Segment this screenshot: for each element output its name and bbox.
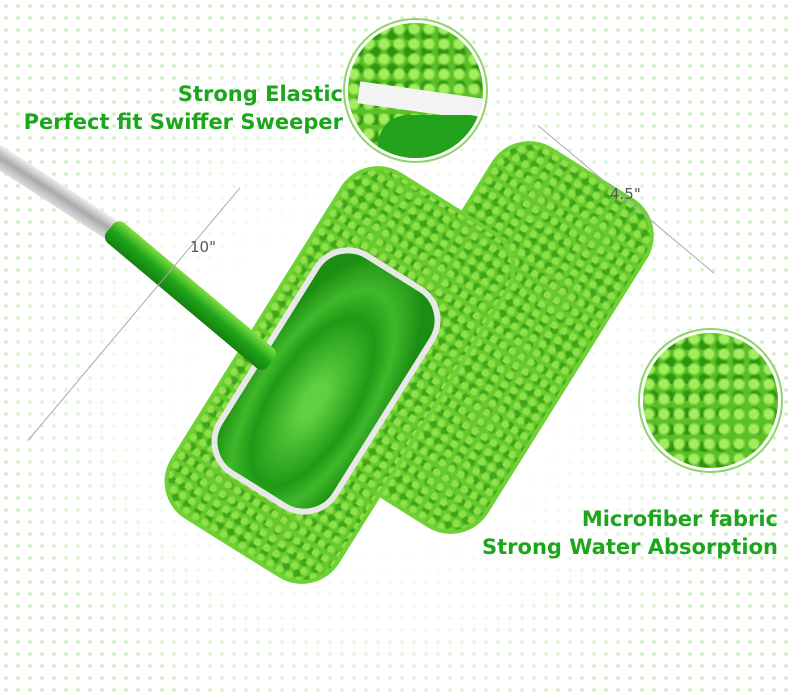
width-label: 4.5": [610, 185, 641, 203]
length-label: 10": [190, 238, 216, 256]
elastic-caption: Strong Elastic Perfect fit Swiffer Sweep…: [23, 82, 343, 134]
microfiber-closeup-circle: [640, 330, 781, 471]
elastic-closeup-circle: [345, 20, 486, 161]
microfiber-caption: Microfiber fabric Strong Water Absorptio…: [482, 507, 778, 559]
